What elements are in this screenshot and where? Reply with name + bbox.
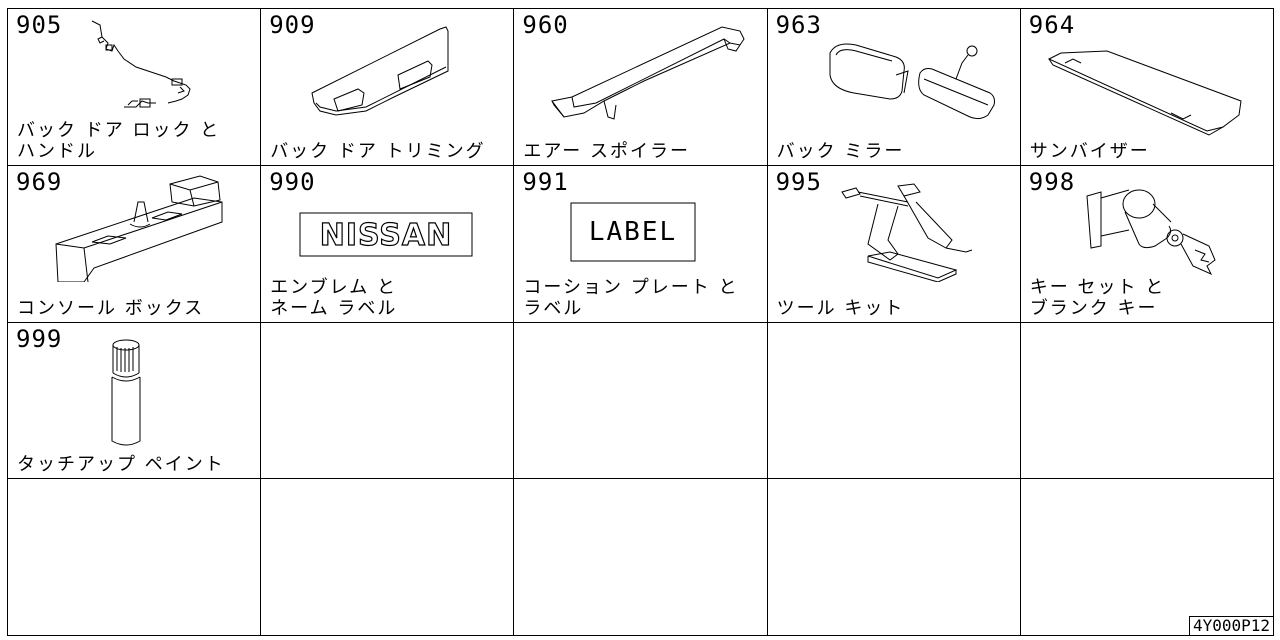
plate-text: LABEL xyxy=(589,217,677,247)
part-label: バック ミラー xyxy=(776,140,905,162)
empty-cell xyxy=(514,479,768,636)
part-cell-995[interactable]: 995 ツール キット xyxy=(767,165,1021,323)
part-label: エンブレム と ネーム ラベル xyxy=(270,276,398,319)
touch-up-paint-icon xyxy=(106,337,146,449)
emblem-icon: NISSAN xyxy=(299,212,475,258)
part-cell-960[interactable]: 960 エアー スポイラー xyxy=(514,9,768,166)
part-number: 960 xyxy=(522,11,569,39)
part-number: 991 xyxy=(522,167,569,196)
part-label: コーション プレート と ラベル xyxy=(523,276,739,319)
part-number: 963 xyxy=(775,11,822,39)
part-cell-964[interactable]: 964 サンバイザー xyxy=(1020,9,1274,166)
emblem-text: NISSAN xyxy=(320,218,452,253)
part-label: バック ドア トリミング xyxy=(270,140,486,162)
sun-visor-icon xyxy=(1045,45,1245,145)
part-cell-991[interactable]: 991 LABEL コーション プレート と ラベル xyxy=(514,165,768,323)
door-trim-icon xyxy=(306,19,456,119)
lock-cable-icon xyxy=(78,15,208,110)
part-label: ツール キット xyxy=(776,297,905,319)
part-number: 998 xyxy=(1028,167,1076,196)
empty-cell xyxy=(261,322,515,480)
part-label: バック ドア ロック と ハンドル xyxy=(17,119,221,162)
empty-cell xyxy=(8,479,262,636)
part-number: 909 xyxy=(269,11,316,39)
spoiler-icon xyxy=(544,21,754,131)
empty-cell xyxy=(261,479,515,636)
label-plate-icon: LABEL xyxy=(570,202,698,264)
mirror-icon xyxy=(820,35,1000,135)
part-cell-998[interactable]: 998 キー セット と ブランク キー xyxy=(1020,165,1274,323)
empty-cell xyxy=(1020,479,1274,636)
part-number: 995 xyxy=(775,167,822,196)
part-cell-990[interactable]: 990 NISSAN エンブレム と ネーム ラベル xyxy=(261,165,515,323)
empty-cell xyxy=(1020,322,1274,480)
part-cell-969[interactable]: 969 コンソール ボックス xyxy=(8,165,262,323)
part-cell-999[interactable]: 999 タッチアップ ペイント xyxy=(8,322,262,480)
part-label: キー セット と ブランク キー xyxy=(1029,276,1166,319)
part-label: コンソール ボックス xyxy=(17,297,205,319)
part-number: 905 xyxy=(16,11,63,39)
part-number: 990 xyxy=(269,167,316,196)
empty-cell xyxy=(767,479,1021,636)
jack-icon xyxy=(838,182,978,282)
part-number: 964 xyxy=(1028,11,1076,39)
empty-cell xyxy=(514,322,768,480)
diagram-code: 4Y000P12 xyxy=(1188,616,1274,636)
part-label: タッチアップ ペイント xyxy=(17,454,225,476)
part-number: 969 xyxy=(16,167,63,196)
part-label: エアー スポイラー xyxy=(523,140,691,162)
parts-grid: 905 バック ドア ロック と ハンドル 909 xyxy=(7,8,1274,636)
part-label: サンバイザー xyxy=(1029,140,1150,162)
key-cylinder-icon xyxy=(1083,176,1223,276)
part-cell-905[interactable]: 905 バック ドア ロック と ハンドル xyxy=(8,9,262,166)
part-cell-909[interactable]: 909 バック ドア トリミング xyxy=(261,9,515,166)
part-cell-963[interactable]: 963 バック ミラー xyxy=(767,9,1021,166)
console-box-icon xyxy=(44,172,234,282)
empty-cell xyxy=(767,322,1021,480)
part-number: 999 xyxy=(16,324,63,353)
